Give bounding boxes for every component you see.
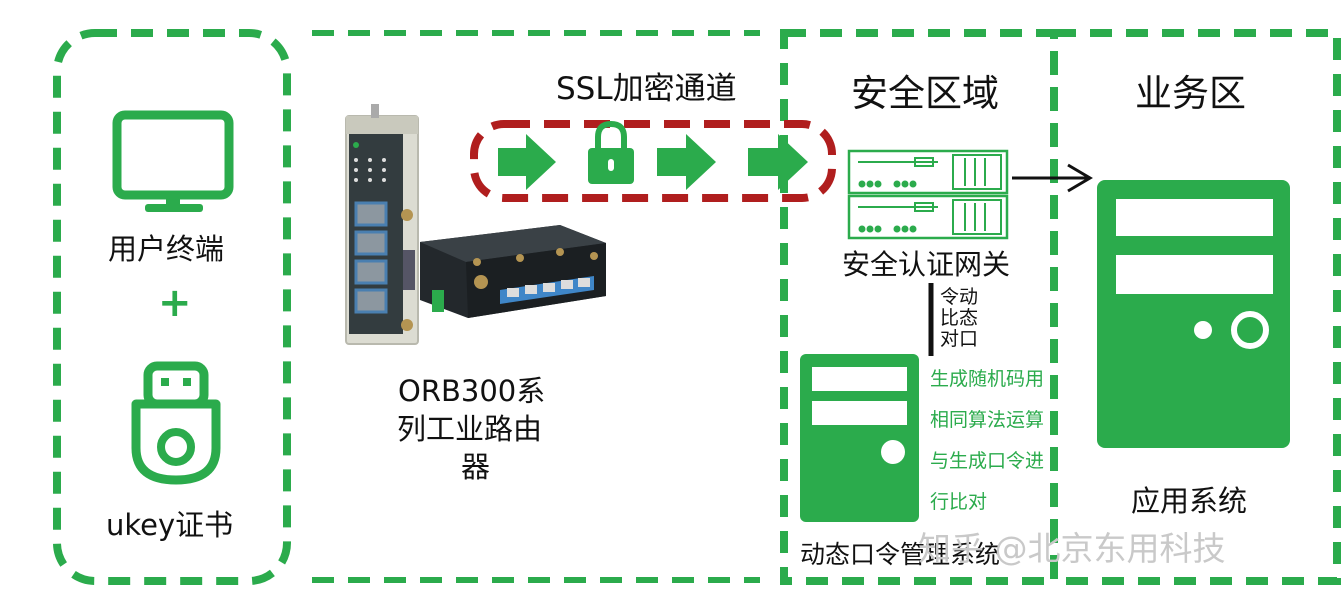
application-server-icon bbox=[1097, 180, 1290, 448]
lock-icon bbox=[588, 120, 634, 184]
otp-step-2: 相同算法运算 bbox=[930, 409, 1045, 431]
terminal-zone-border bbox=[53, 29, 291, 585]
usb-key-icon bbox=[131, 361, 221, 485]
router-illustration bbox=[345, 104, 606, 345]
business-zone-title: 业务区 bbox=[1135, 72, 1246, 115]
plus-sign: + bbox=[158, 280, 192, 326]
business-zone-border bbox=[1050, 29, 1341, 585]
gateway-label: 安全认证网关 bbox=[842, 248, 1011, 281]
otp-step-4: 行比对 bbox=[930, 491, 988, 513]
gateway-icon bbox=[847, 149, 1009, 240]
app-label: 应用系统 bbox=[1131, 484, 1248, 518]
monitor-icon bbox=[112, 110, 234, 212]
router-label-line-2: 列工业路由 bbox=[397, 412, 543, 446]
ukey-label: ukey证书 bbox=[106, 508, 234, 542]
otp-step-3: 与生成口令进 bbox=[930, 450, 1045, 472]
gateway-to-app-arrow bbox=[1012, 163, 1093, 193]
otp-server-label: 动态口令管理系统 bbox=[800, 540, 1001, 569]
otp-compare-line-1: 令动 bbox=[940, 286, 979, 308]
otp-compare-line-2: 比态 bbox=[940, 307, 979, 329]
terminal-label: 用户终端 bbox=[108, 232, 225, 266]
arrow-right-icon bbox=[657, 134, 716, 190]
otp-compare-line-3: 对口 bbox=[940, 328, 979, 350]
router-label-line-1: ORB300系 bbox=[398, 374, 546, 408]
security-zone-title: 安全区域 bbox=[851, 72, 999, 115]
watermark: 知乎 @北京东用科技 bbox=[918, 529, 1226, 568]
ssl-tunnel-label: SSL加密通道 bbox=[556, 71, 737, 107]
router-label-line-3: 器 bbox=[461, 450, 491, 484]
otp-server-icon bbox=[800, 354, 919, 522]
arrow-right-icon bbox=[748, 134, 808, 190]
otp-step-1: 生成随机码用 bbox=[930, 368, 1045, 390]
arrow-right-icon bbox=[498, 134, 556, 190]
